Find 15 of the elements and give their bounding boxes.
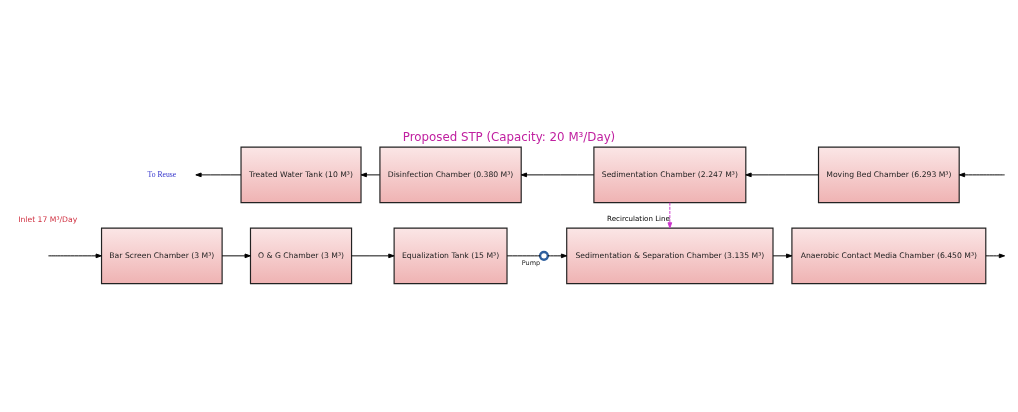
arrow [351,253,395,258]
arrow [221,253,251,258]
arrow [195,172,242,177]
arrow [360,172,381,177]
diagram-title: Proposed STP (Capacity: 20 M³/Day) [402,129,616,144]
arrow [667,201,673,228]
arrow [772,253,793,258]
arrow [47,253,102,258]
connector [506,254,541,256]
node-circle [538,250,549,261]
arrow [745,172,819,177]
arrow [958,172,1006,177]
arrow [547,253,568,258]
arrow [520,172,595,177]
arrow [985,253,1006,258]
